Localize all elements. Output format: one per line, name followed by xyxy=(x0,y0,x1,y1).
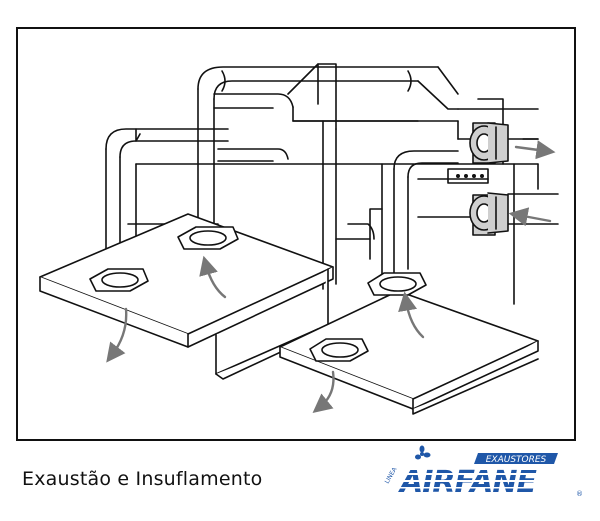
airflow-arrow-icon xyxy=(398,291,425,339)
exhaust-out-arrow-icon xyxy=(514,140,556,160)
airfane-logo: EXAUSTORES LINEA AIRFANE ® xyxy=(378,444,592,508)
ventilation-diagram xyxy=(39,63,559,415)
airflow-arrow-icon xyxy=(312,370,335,414)
hood-right xyxy=(279,290,539,415)
vent-grille xyxy=(367,272,427,296)
logo-brand: AIRFANE xyxy=(398,465,537,500)
diagram-caption: Exaustão e Insuflamento xyxy=(22,468,263,490)
supply-fan-icon xyxy=(469,192,509,236)
fan-icon xyxy=(415,445,431,460)
logo-prefix: LINEA xyxy=(384,466,399,485)
airflow-arrow-icon xyxy=(106,307,128,363)
hood-left xyxy=(39,213,334,380)
logo-registered: ® xyxy=(576,490,583,498)
vent-grille xyxy=(177,226,239,250)
exhaust-duct-main xyxy=(197,66,539,290)
diagram-frame xyxy=(16,27,576,441)
supply-in-arrow-icon xyxy=(508,207,552,227)
vent-grille xyxy=(89,268,149,292)
logo-tagline: EXAUSTORES xyxy=(486,455,547,465)
vent-grille xyxy=(309,338,369,362)
airflow-arrow-icon xyxy=(199,255,227,299)
exhaust-fan-icon xyxy=(469,122,509,164)
junction-box xyxy=(447,168,489,184)
